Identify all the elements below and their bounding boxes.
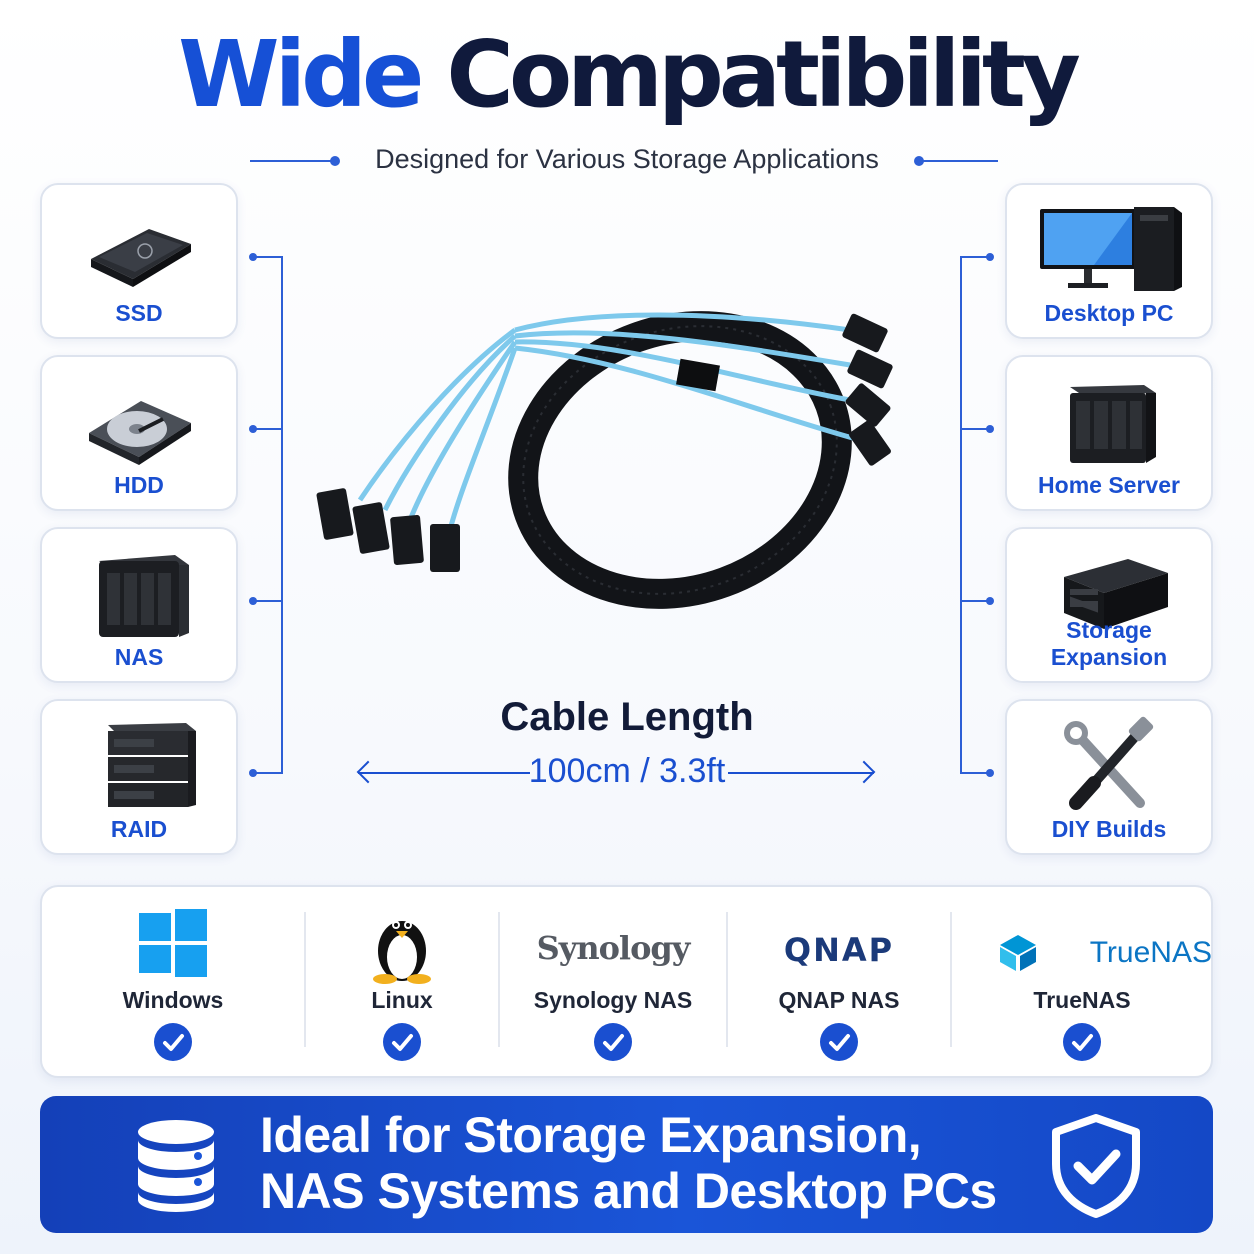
linux-penguin-logo [306,907,498,987]
os-name-windows: Windows [122,987,224,1013]
tools-icon [1007,715,1211,825]
windows-logo [42,907,304,987]
device-label-home-server: Home Server [1038,472,1180,498]
os-divider [726,912,728,1047]
home-server-icon [1007,371,1211,481]
subtitle-dot-left [330,156,340,166]
page-subtitle: Designed for Various Storage Application… [375,144,879,174]
subtitle-line-right [922,160,998,162]
os-support-panel: Windows Linux Synology Synology NAS QNAP… [40,885,1213,1078]
os-item-linux: Linux [306,887,498,1080]
title-word-compatibility: Compatibility [446,21,1080,128]
device-label-nas: NAS [114,644,164,670]
synology-logo: Synology [500,907,726,987]
length-arrow-right [728,772,874,774]
device-card-nas: NAS [40,527,238,683]
connector-dot [986,597,994,605]
os-item-qnap: QNAP QNAP NAS [728,887,950,1080]
length-arrow-left [358,772,530,774]
synology-logo-text: Synology [536,929,691,967]
device-label-ssd: SSD [115,300,163,326]
device-label-storage-expansion: Storage Expansion [1050,617,1168,670]
truenas-cube-icon [999,935,1036,971]
device-card-diy-builds: DIY Builds [1005,699,1213,855]
checkmark-icon [1063,1023,1101,1061]
device-card-storage-expansion: Storage Expansion [1005,527,1213,683]
page-title: Wide Compatibility [0,20,1254,130]
checkmark-icon [154,1023,192,1061]
device-label-diy-builds: DIY Builds [1051,816,1167,842]
checkmark-icon [383,1023,421,1061]
os-divider [950,912,952,1047]
os-divider [498,912,500,1047]
bottom-banner: Ideal for Storage Expansion, NAS Systems… [40,1096,1213,1233]
os-name-linux: Linux [371,987,433,1013]
connector-dot [986,425,994,433]
os-item-synology: Synology Synology NAS [500,887,726,1080]
connector-dot [249,253,257,261]
right-connector-branch [960,600,991,602]
nas-icon [42,543,236,653]
cable-length-title: Cable Length [500,695,754,739]
sata-cable-image [290,290,970,660]
device-card-raid: RAID [40,699,238,855]
hdd-icon [42,371,236,481]
right-connector-branch [960,256,991,258]
os-item-truenas: TrueNAS TrueNAS [952,887,1212,1080]
device-label-hdd: HDD [114,472,164,498]
device-label-desktop-pc: Desktop PC [1044,300,1174,326]
truenas-logo: TrueNAS [952,907,1212,987]
device-card-ssd: SSD [40,183,238,339]
device-card-home-server: Home Server [1005,355,1213,511]
left-connector-branch [252,772,283,774]
cable-length-value: 100cm / 3.3ft [528,752,726,790]
connector-dot [986,253,994,261]
device-card-hdd: HDD [40,355,238,511]
right-connector-branch [960,428,991,430]
device-card-desktop-pc: Desktop PC [1005,183,1213,339]
left-connector-line [281,257,283,774]
left-connector-branch [252,256,283,258]
right-connector-branch [960,772,991,774]
checkmark-icon [594,1023,632,1061]
qnap-logo: QNAP [728,907,950,987]
left-connector-branch [252,428,283,430]
left-connector-branch [252,600,283,602]
connector-dot [249,597,257,605]
connector-dot [986,769,994,777]
right-connector-line [960,257,962,774]
checkmark-icon [820,1023,858,1061]
subtitle-line-left [250,160,332,162]
ssd-icon [42,199,236,309]
qnap-logo-text: QNAP [783,931,895,969]
raid-icon [42,715,236,825]
connector-dot [249,425,257,433]
os-name-truenas: TrueNAS [1033,987,1131,1013]
connector-dot [249,769,257,777]
title-word-wide: Wide [178,21,424,128]
shield-check-icon [1050,1114,1142,1223]
storage-expansion-icon [1007,543,1211,653]
device-label-raid: RAID [110,816,168,842]
os-name-qnap: QNAP NAS [778,987,900,1013]
subtitle-dot-right [914,156,924,166]
database-icon [134,1118,218,1219]
os-item-windows: Windows [42,887,304,1080]
os-divider [304,912,306,1047]
truenas-logo-text: TrueNAS [1089,936,1212,969]
desktop-pc-icon [1007,199,1211,309]
os-name-synology: Synology NAS [533,987,693,1013]
banner-line-1: Ideal for Storage Expansion, [260,1107,922,1163]
banner-line-2: NAS Systems and Desktop PCs [260,1163,997,1219]
